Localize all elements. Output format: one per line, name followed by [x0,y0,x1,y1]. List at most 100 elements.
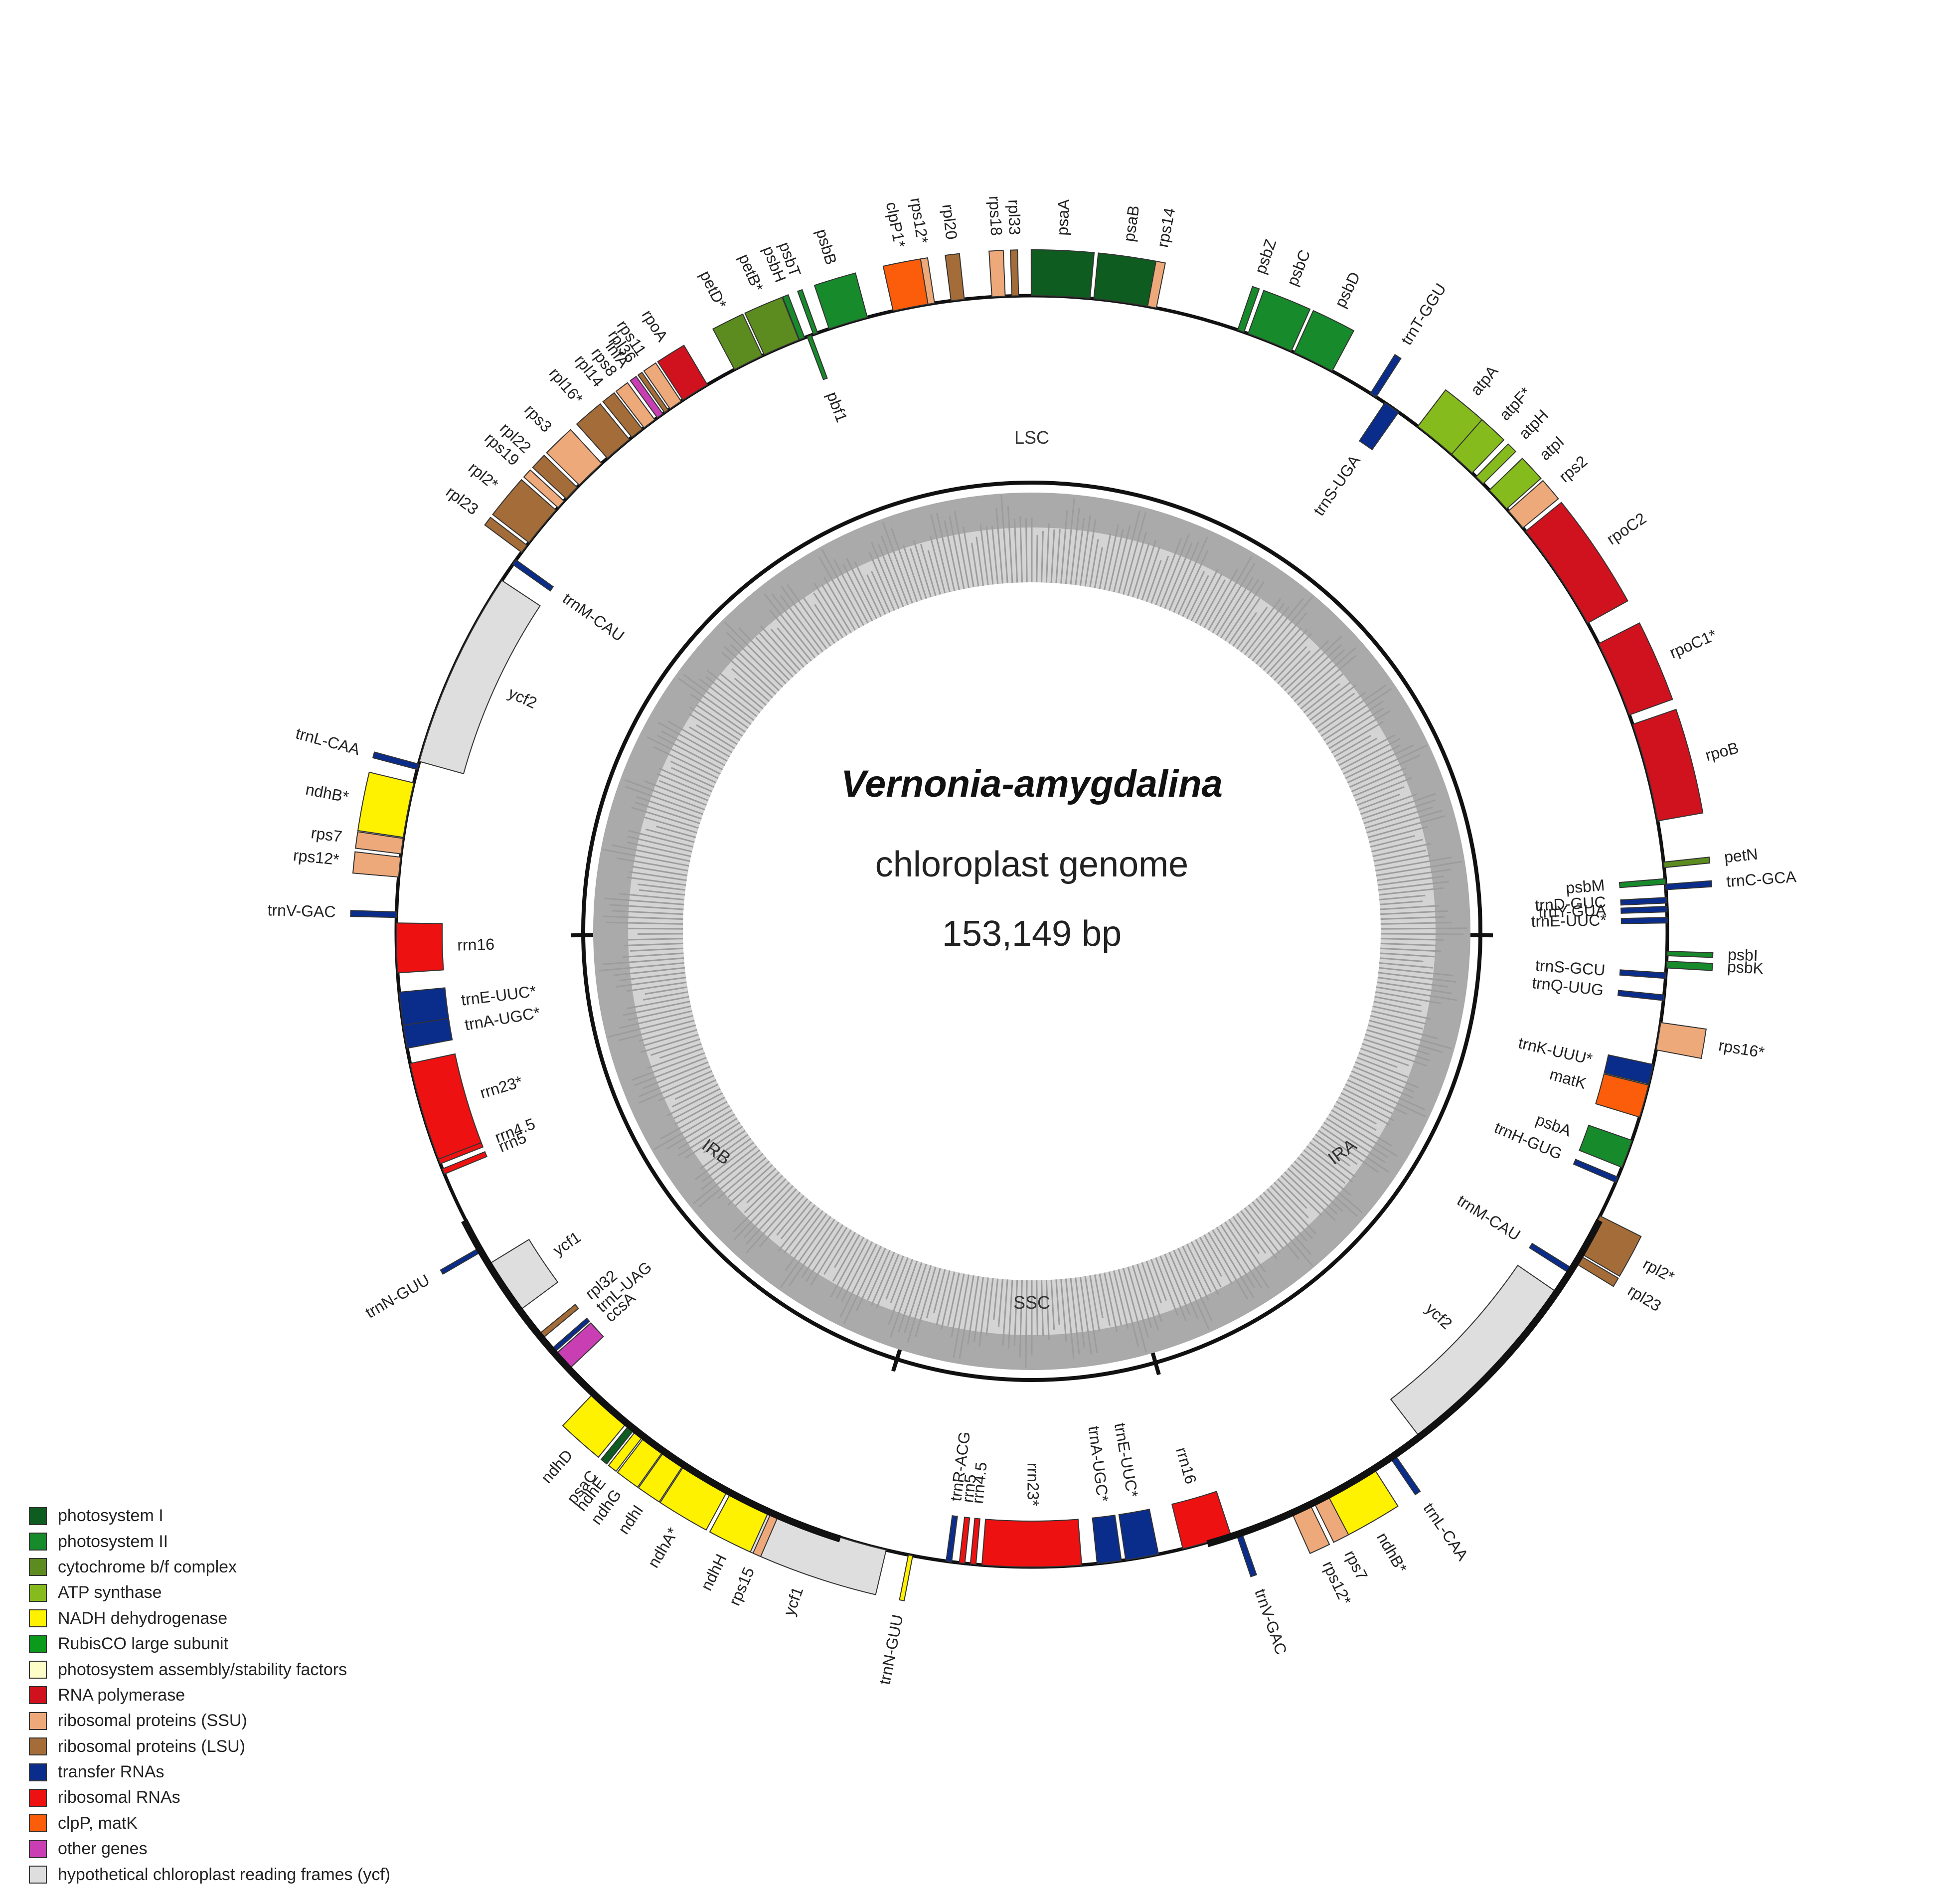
gc-tick [1244,603,1285,656]
gc-tick [1315,1134,1358,1165]
gc-tick [854,561,882,617]
gc-tick [1240,598,1282,653]
gc-tick [936,1270,951,1326]
legend-swatch [29,1840,47,1858]
gene-block-rpl23-b [484,517,528,553]
gc-tick [1036,1280,1038,1337]
legend-item: photosystem assembly/stability factors [29,1657,577,1682]
gc-tick [733,1182,790,1240]
gc-tick [1118,511,1140,594]
legend-swatch [29,1737,47,1756]
legend-item: cytochrome b/f complex [29,1555,577,1580]
gc-tick [897,1262,923,1333]
gc-tick [783,1207,820,1254]
gc-tick [1317,685,1387,733]
gene-block-psbA [1579,1124,1633,1168]
gc-tick [823,1229,852,1275]
gc-tick [678,1113,735,1150]
gene-label: ndhB* [304,780,350,806]
gene-block-trnV-GAC-b [350,910,397,918]
gc-tick [1104,524,1119,590]
gc-tick [1353,773,1407,797]
gc-tick [627,876,686,886]
gc-content-ring [593,493,1470,1370]
gc-tick [1320,1126,1389,1173]
gc-tick [1104,1272,1118,1332]
gene-label: rps7 [1341,1547,1371,1583]
gc-tick [636,796,702,820]
region-boundary-tick [1150,1352,1161,1376]
gc-tick [734,1168,777,1207]
gc-tick [814,604,839,641]
gene-block-trnA-UGC [1092,1515,1122,1564]
gene-block-rps3 [546,429,603,486]
gc-tick [1355,777,1413,802]
gene-label: petB* [735,251,767,294]
gene-label: rrn4.5 [969,1461,990,1505]
gc-tick [769,609,812,662]
gene-block-rpoB [1632,708,1704,822]
gc-tick [979,524,989,585]
gene-label: trnM-CAU [1454,1191,1524,1244]
gc-tick [1207,1232,1249,1300]
gc-tick [658,767,713,793]
gc-tick [724,621,787,685]
gc-tick [639,1024,696,1042]
legend-swatch [29,1533,47,1551]
gc-tick [1220,1224,1263,1289]
gene-label: trnA-UGC* [1085,1425,1112,1503]
gene-label: trnV-GAC [1251,1586,1291,1657]
gene-label: psbD [1331,269,1364,311]
gc-tick [631,1052,705,1081]
gc-tick [640,1034,699,1053]
legend-item: other genes [29,1836,577,1862]
gc-tick [1089,538,1099,588]
region-arc-ring [461,481,1603,1548]
gene-label: ndhA* [644,1524,682,1570]
gc-tick [759,1195,805,1247]
gc-tick [1224,581,1265,641]
gene-block-rps11 [643,362,682,410]
legend-label: RNA polymerase [58,1685,185,1705]
gene-label: trnM-CAU [559,589,628,645]
gene-block-ycf2 [1390,1264,1557,1436]
gc-tick [867,1249,891,1300]
gc-tick [673,1092,723,1119]
gc-tick [1320,688,1392,737]
gene-block-trnR-ACG [945,1515,958,1562]
gc-tick [612,844,690,862]
gene-block-psbD [1293,310,1355,372]
gc-tick [1347,1079,1426,1118]
gc-tick [688,713,738,745]
legend-label: ribosomal RNAs [58,1788,180,1807]
gene-block-rrn5 [959,1517,970,1564]
gene-block-rpoC1 [1598,622,1673,716]
gc-tick [833,1232,856,1268]
gene-block-ndhB-b [357,771,415,838]
gc-tick [699,1134,749,1170]
gc-tick [1190,568,1219,622]
gc-tick [1306,681,1351,717]
gc-tick [628,830,694,848]
gc-tick [650,1038,700,1056]
gc-tick [1379,887,1444,896]
gc-tick [1326,1117,1388,1158]
gc-tick [846,557,878,619]
gc-tick [785,1213,827,1271]
gc-tick [890,527,918,602]
gc-tick [1207,556,1253,631]
gc-tick [1379,900,1423,905]
gc-tick [1266,1188,1313,1239]
gc-tick [599,962,685,972]
gc-tick [639,889,685,896]
gene-block-petB [744,296,800,355]
gc-tick [1373,1001,1422,1013]
gc-tick [1380,921,1452,925]
gc-tick [719,673,764,709]
gc-tick [1309,684,1357,721]
gc-tick [1377,868,1452,881]
gene-label: rrn16 [457,935,495,954]
gc-tick [730,644,780,692]
gc-tick [627,996,689,1010]
gc-tick [1252,598,1304,662]
